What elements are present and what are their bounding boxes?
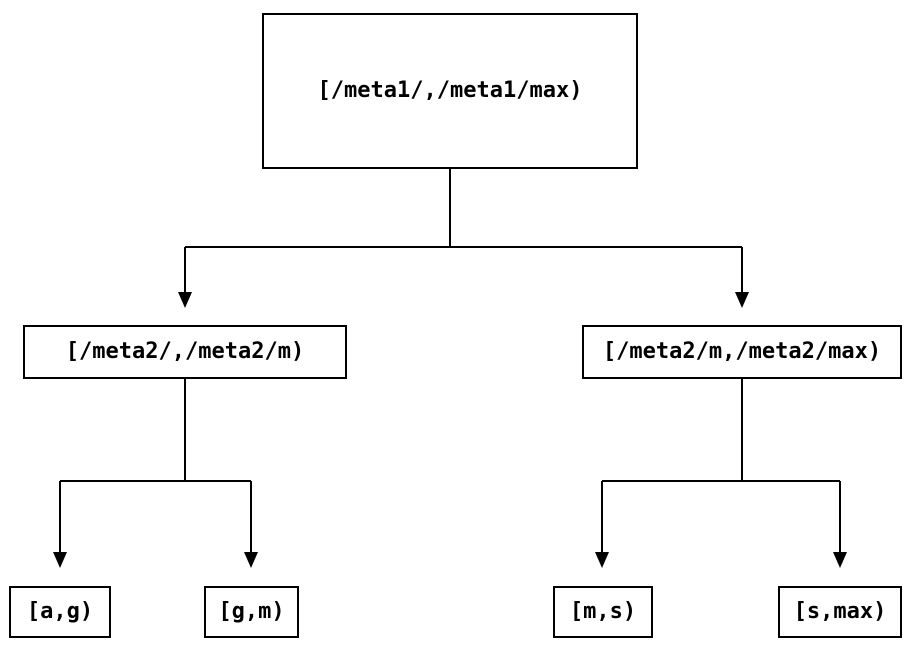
node-label: [/meta2/,/meta2/m) (65, 339, 305, 364)
node-label: [a,g) (26, 599, 94, 624)
node-label: [s,max) (793, 599, 887, 624)
arrowhead-to-meta2-high (735, 292, 749, 308)
arrowhead-to-leaf-gm (244, 552, 258, 568)
node-leaf-m-s: [m,s) (553, 586, 653, 638)
node-label: [/meta2/m,/meta2/max) (602, 339, 882, 364)
node-leaf-g-m: [g,m) (204, 586, 299, 638)
arrowhead-to-leaf-ms (595, 552, 609, 568)
node-meta1-range: [/meta1/,/meta1/max) (262, 13, 638, 169)
arrowhead-to-meta2-low (178, 292, 192, 308)
node-leaf-a-g: [a,g) (9, 586, 111, 638)
node-leaf-s-max: [s,max) (778, 586, 902, 638)
node-label: [g,m) (218, 599, 285, 624)
arrowhead-to-leaf-smax (833, 552, 847, 568)
node-meta2-high-range: [/meta2/m,/meta2/max) (582, 325, 902, 379)
arrowhead-to-leaf-ag (53, 552, 67, 568)
node-meta2-low-range: [/meta2/,/meta2/m) (23, 325, 347, 379)
node-label: [m,s) (569, 599, 637, 624)
node-label: [/meta1/,/meta1/max) (317, 78, 583, 103)
